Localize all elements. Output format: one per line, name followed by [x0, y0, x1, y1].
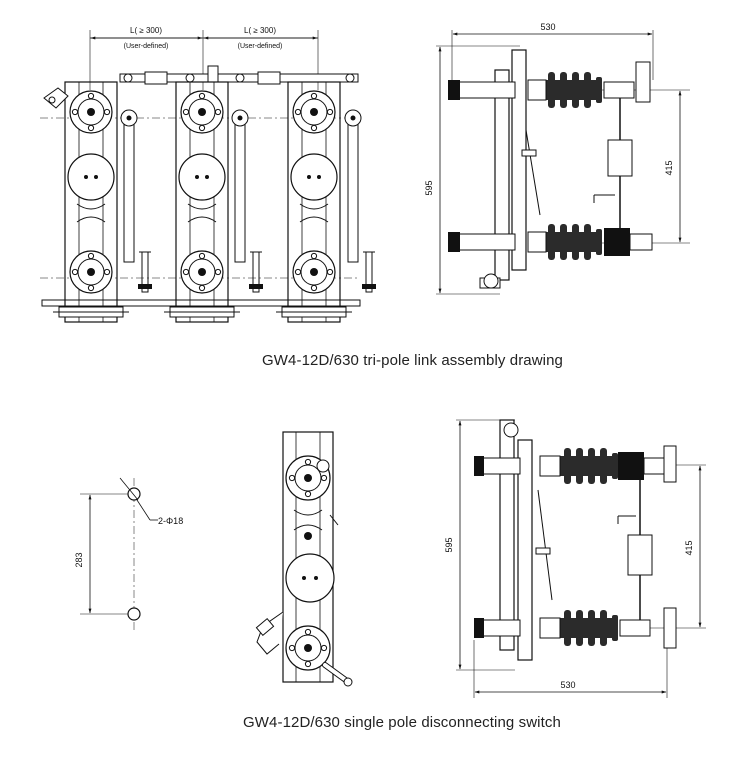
dim-left-note: (User-defined)	[124, 43, 169, 50]
side2-height-label: 595	[444, 537, 454, 552]
side-span-label: 415	[664, 160, 674, 175]
dim-right-note: (User-defined)	[238, 43, 283, 50]
side-height-label: 595	[424, 180, 434, 195]
single-pole-side-view: 595 415 530	[444, 419, 706, 698]
side2-width-label: 530	[560, 680, 575, 690]
single-pole-front-view	[255, 431, 353, 687]
dim-left-label: L( ≥ 300)	[130, 26, 162, 35]
tri-pole-front-view: L( ≥ 300) (User-defined) L( ≥ 300) (User…	[40, 26, 377, 323]
dim-right-label: L( ≥ 300)	[244, 26, 276, 35]
hole-spacing-label: 283	[74, 552, 84, 567]
hole-diameter-label: 2-Φ18	[158, 516, 183, 526]
bottom-caption: GW4-12D/630 single pole disconnecting sw…	[243, 714, 561, 731]
side-width-label: 530	[540, 22, 555, 32]
side2-span-label: 415	[684, 540, 694, 555]
mounting-hole-pattern: 283 2-Φ18	[74, 477, 183, 630]
top-caption: GW4-12D/630 tri-pole link assembly drawi…	[262, 352, 563, 369]
tri-pole-side-view: 530 595 415	[424, 22, 690, 295]
